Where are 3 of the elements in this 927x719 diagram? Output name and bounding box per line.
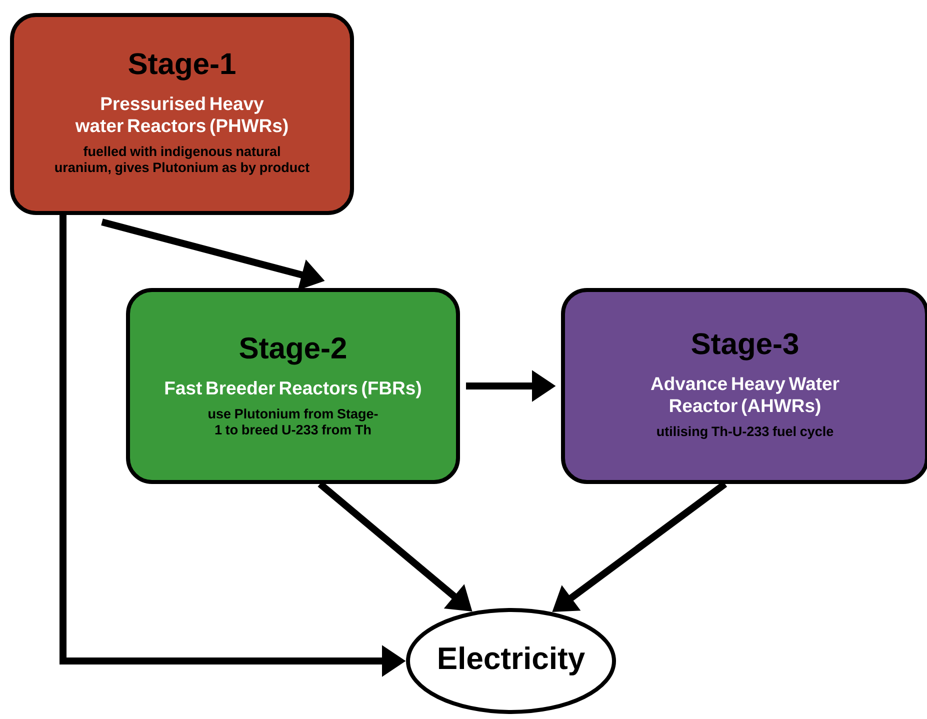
stage-box: Stage-3 Advance Heavy Water Reactor (AHWRs) utilising Th-U-233 fuel cycle (561, 288, 927, 484)
stage-box: Stage-2 Fast Breeder Reactors (FBRs) use Plutonium from Stage-1 to breed U-233 from Th (126, 288, 460, 484)
stage-box: Stage-1 Pressurised Heavy water Reactors (PHWRs) fuelled with indigenous natural uranium, gives Plutonium as by product (10, 12, 354, 215)
